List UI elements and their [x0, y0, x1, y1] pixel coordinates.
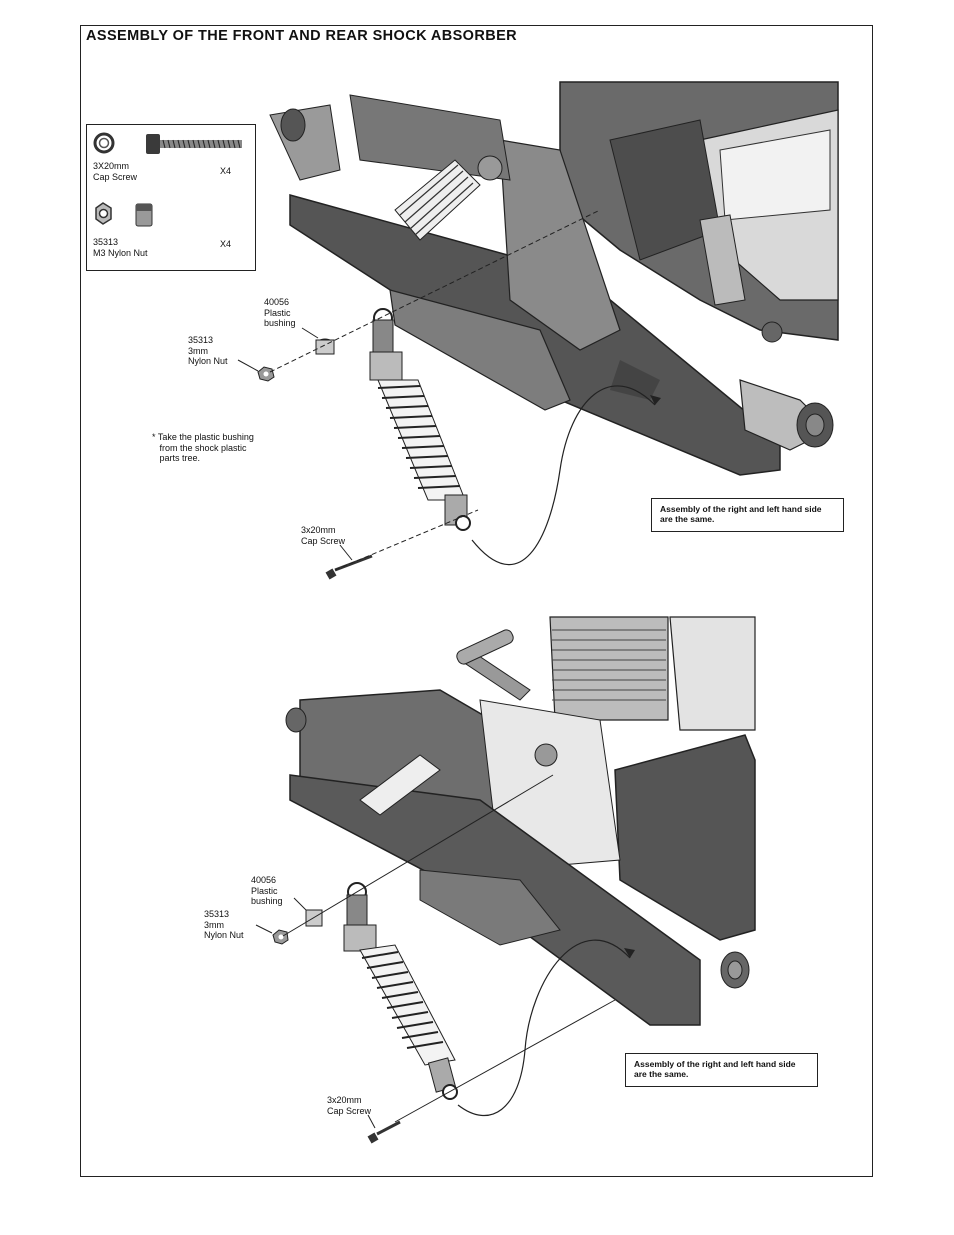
front-note-line-1: Assembly of the right and left hand side	[660, 504, 822, 514]
parts-item-2-code: 35313	[93, 237, 119, 247]
rear-shock-absorber	[343, 882, 458, 1100]
front-nut-code: 35313	[188, 335, 214, 345]
parts-item-1-name: 3X20mm Cap Screw	[93, 161, 137, 182]
parts-item-1-qty: X4	[220, 166, 232, 176]
front-bushing-code: 40056	[264, 297, 290, 307]
front-footnote: * Take the plastic bushing from the shoc…	[152, 432, 254, 464]
front-bushing-label: 40056 Plastic bushing	[264, 297, 296, 329]
rear-cap-screw	[367, 1120, 401, 1144]
rear-bushing-code: 40056	[251, 875, 277, 885]
rear-note-line-2: are the same.	[634, 1069, 689, 1079]
parts-item-2-type: M3 Nylon Nut	[93, 247, 148, 258]
rear-bushing-material: Plastic	[251, 885, 278, 896]
front-nut-size: 3mm	[188, 345, 208, 356]
front-shock-absorber	[369, 308, 471, 531]
front-note-box: Assembly of the right and left hand side…	[651, 498, 844, 532]
front-footnote-line-3: parts tree.	[159, 453, 201, 463]
page-title: ASSEMBLY OF THE FRONT AND REAR SHOCK ABS…	[86, 28, 518, 44]
parts-item-1-type: Cap Screw	[93, 171, 138, 182]
rear-chassis	[285, 616, 756, 1026]
rear-screw-type: Cap Screw	[327, 1105, 372, 1116]
page-frame	[80, 25, 873, 1177]
front-screw-size: 3x20mm	[301, 525, 336, 535]
rear-nut-label: 35313 3mm Nylon Nut	[204, 909, 244, 941]
parts-item-2-name: 35313 M3 Nylon Nut	[93, 237, 148, 258]
rear-nut-size: 3mm	[204, 919, 224, 930]
rear-nut-type: Nylon Nut	[204, 930, 244, 940]
rear-note-box: Assembly of the right and left hand side…	[625, 1053, 818, 1087]
parts-list-box	[86, 124, 256, 271]
front-footnote-line-1: * Take the plastic bushing	[152, 432, 254, 442]
rear-note-line-1: Assembly of the right and left hand side	[634, 1059, 796, 1069]
rear-nut-code: 35313	[204, 909, 230, 919]
front-note-line-2: are the same.	[660, 514, 715, 524]
cap-screw-icon	[93, 132, 242, 154]
front-cap-screw	[325, 554, 373, 580]
front-bushing-material: Plastic	[264, 307, 291, 318]
front-bushing-type: bushing	[264, 318, 296, 328]
parts-item-2-qty: X4	[220, 239, 232, 249]
nylon-nut-icon	[95, 202, 153, 227]
parts-item-1-size: 3X20mm	[93, 161, 130, 171]
rear-screw-size: 3x20mm	[327, 1095, 362, 1105]
front-assembly-guides	[269, 209, 601, 571]
front-footnote-line-2: from the shock plastic	[159, 442, 247, 453]
rear-bushing-label: 40056 Plastic bushing	[251, 875, 283, 907]
rear-nylon-nut	[272, 929, 289, 945]
front-bushing	[315, 338, 335, 355]
front-nylon-nut	[257, 366, 275, 382]
front-screw-label: 3x20mm Cap Screw	[301, 525, 345, 546]
rear-screw-label: 3x20mm Cap Screw	[327, 1095, 371, 1116]
front-nut-type: Nylon Nut	[188, 356, 228, 366]
rear-assembly-guides	[282, 774, 616, 1123]
front-screw-type: Cap Screw	[301, 535, 346, 546]
front-nut-label: 35313 3mm Nylon Nut	[188, 335, 228, 367]
rear-bushing-type: bushing	[251, 896, 283, 906]
front-chassis	[269, 81, 839, 476]
